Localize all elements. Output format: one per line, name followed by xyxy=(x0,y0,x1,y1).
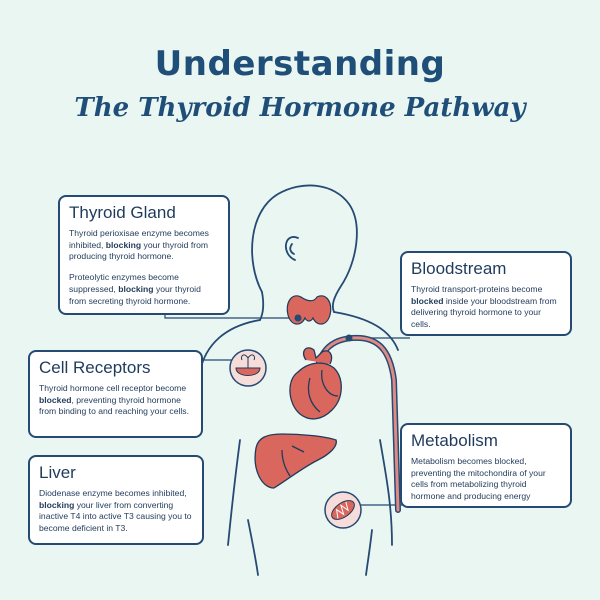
mitochondria-icon xyxy=(324,491,362,529)
heart-illustration xyxy=(289,347,342,420)
ear-outline xyxy=(285,236,299,261)
card-metabolism-text: Metabolism becomes blocked, preventing t… xyxy=(411,455,546,502)
torso-left xyxy=(247,519,259,576)
card-liver: Liver Diodenase enzyme becomes inhibited… xyxy=(28,455,204,545)
neck-left xyxy=(259,291,265,321)
arm-right xyxy=(379,439,393,546)
card-bloodstream-heading: Bloodstream xyxy=(411,259,507,278)
card-cell-receptors: Cell Receptors Thyroid hormone cell rece… xyxy=(28,350,203,438)
card-metabolism: Metabolism Metabolism becomes blocked, p… xyxy=(400,423,572,508)
page-title: Understanding xyxy=(154,44,446,84)
liver-illustration xyxy=(254,433,337,489)
card-metabolism-heading: Metabolism xyxy=(411,431,498,450)
thyroid-dot xyxy=(294,314,302,322)
card-liver-text: Diodenase enzyme becomes inhibited, bloc… xyxy=(39,487,192,534)
card-receptors-heading: Cell Receptors xyxy=(39,358,151,377)
card-thyroid-text-2: Proteolytic enzymes become suppressed, b… xyxy=(69,272,201,306)
shoulder-right xyxy=(333,311,399,351)
card-receptors-text: Thyroid hormone cell receptor become blo… xyxy=(39,382,189,417)
cell-receptor-icon xyxy=(229,349,267,387)
thyroid-gland-illustration xyxy=(286,295,332,325)
card-thyroid-text-1: Thyroid perioxisae enzyme becomes inhibi… xyxy=(69,227,209,262)
page-subtitle: The Thyroid Hormone Pathway xyxy=(74,93,526,123)
card-bloodstream-text: Thyroid transport-proteins become blocke… xyxy=(411,283,557,330)
card-thyroid-heading: Thyroid Gland xyxy=(69,203,176,222)
bloodstream-dot xyxy=(345,334,353,342)
arm-left xyxy=(227,439,241,546)
card-bloodstream: Bloodstream Thyroid transport-proteins b… xyxy=(400,251,572,336)
card-liver-heading: Liver xyxy=(39,463,76,482)
torso-right xyxy=(365,529,373,576)
card-thyroid-gland: Thyroid Gland Thyroid perioxisae enzyme … xyxy=(58,195,230,315)
head-outline xyxy=(251,184,358,313)
